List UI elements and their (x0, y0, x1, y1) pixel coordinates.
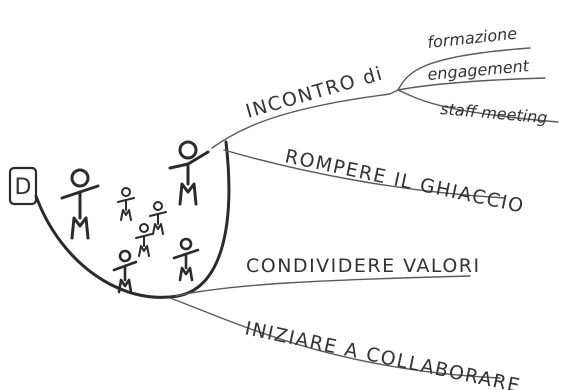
person-icon (168, 140, 210, 206)
d-badge: D (8, 166, 38, 206)
people-figures (60, 140, 210, 294)
branch-label-incontro: INCONTRO di (243, 63, 385, 123)
person-icon (117, 187, 135, 221)
person-icon (172, 237, 200, 282)
sub-branch-staff-meeting: staff meeting (440, 99, 549, 127)
branch-label-condividere: CONDIVIDERE VALORI (246, 255, 481, 277)
group-bowl (34, 140, 231, 299)
person-icon (135, 223, 153, 257)
person-icon (149, 201, 167, 235)
person-icon (112, 249, 138, 294)
branch-lines (169, 47, 559, 379)
sub-branch-formazione: formazione (426, 24, 518, 52)
person-icon (60, 168, 100, 240)
d-badge-label: D (15, 175, 32, 200)
branch-label-rompere: ROMPERE IL GHIACCIO (283, 145, 527, 217)
branch-label-iniziare: INIZIARE A COLLABORARE (243, 317, 523, 390)
